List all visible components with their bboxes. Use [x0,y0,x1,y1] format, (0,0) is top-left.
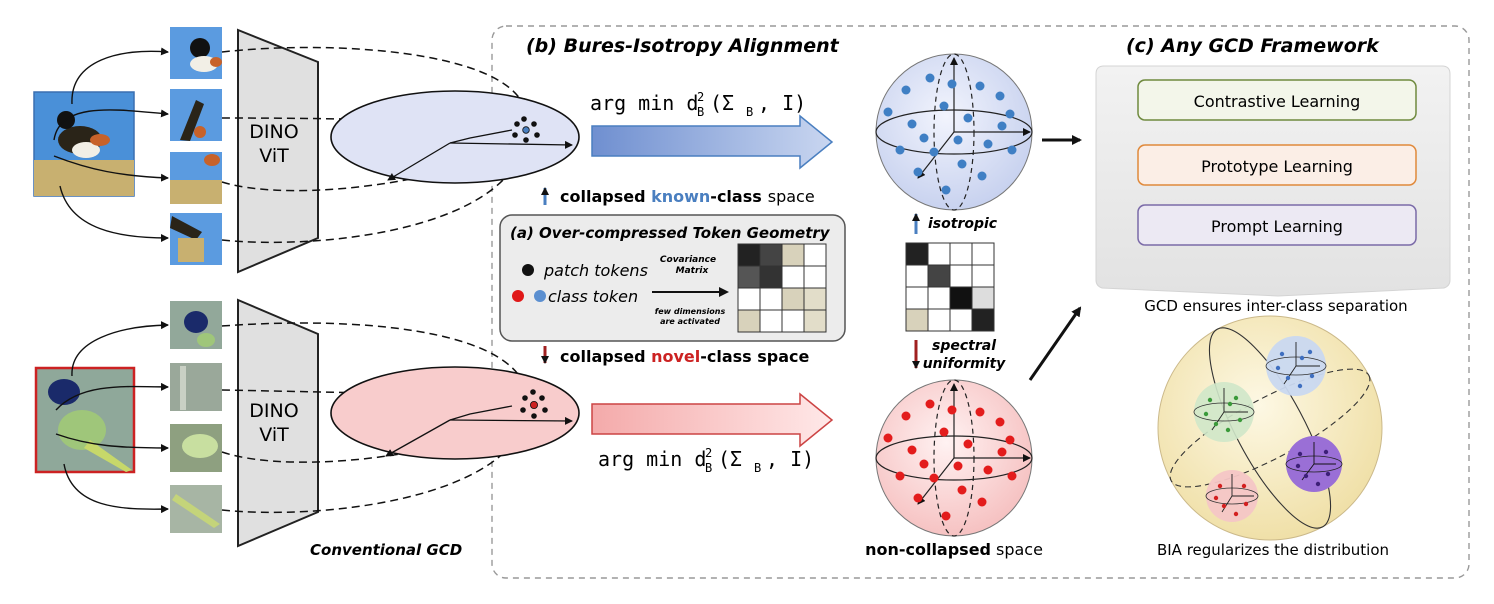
svg-text:Covariance: Covariance [660,255,716,265]
novel-crop-2 [170,363,222,411]
panel-b-title: (b) Bures-Isotropy Alignment [526,35,840,57]
isotropic-sphere-known [875,53,1033,211]
novel-embedding-ellipse [330,366,580,460]
novel-space-caption: collapsed novel-class space [541,346,810,366]
novel-source-image [34,366,136,474]
arrow-to-framework-bottom [1028,306,1082,381]
dino-vit-encoder-bottom: DINO ViT [237,298,319,548]
cluster-red [1205,470,1259,522]
separation-caption: GCD ensures inter-class separation [1144,297,1407,315]
panel-a-token-geometry: (a) Over-compressed Token Geometry patch… [499,214,846,342]
svg-text:2: 2 [705,446,712,460]
uniform-sphere-novel [875,379,1033,537]
optimization-arrow-known [591,114,834,170]
svg-text:patch tokens: patch tokens [543,261,648,280]
svg-text:(Σ: (Σ [718,447,742,471]
known-source-image [33,91,135,197]
spectral-label-1: spectral [932,338,996,354]
known-crop-4 [170,213,222,265]
svg-text:(Σ: (Σ [710,91,734,115]
class-token-red-icon [512,290,524,302]
cluster-green [1193,382,1255,442]
dino-vit-encoder-top: DINO ViT [237,28,319,274]
regularized-distribution-sphere [1157,315,1383,541]
known-image-group [33,27,222,265]
encoder-bottom-line1: DINO [249,400,298,422]
framework-panel [491,25,1470,579]
cluster-purple [1285,436,1343,492]
panel-a-title: (a) Over-compressed Token Geometry [510,224,831,242]
known-crop-1 [170,27,222,79]
svg-text:arg min d: arg min d [598,447,706,471]
svg-text:, I): , I) [766,447,814,471]
class-token-blue-icon [534,290,546,302]
svg-text:, I): , I) [758,91,806,115]
svg-text:arg min d: arg min d [590,91,698,115]
conventional-gcd-caption: Conventional GCD [310,541,462,559]
spectral-label-2: uniformity [923,356,1006,372]
panel-c-title: (c) Any GCD Framework [1126,35,1380,57]
gcd-method-card: Contrastive Learning Prototype Learning … [1095,65,1451,297]
formula-bottom: arg min d 2 B (Σ B , I) [598,446,814,475]
contrastive-learning-label: Contrastive Learning [1194,92,1361,111]
svg-text:few dimensions: few dimensions [655,307,726,316]
svg-text:2: 2 [697,90,704,104]
novel-image-group [34,301,222,533]
svg-text:B: B [746,105,753,119]
encoder-bottom-line2: ViT [259,424,289,446]
svg-text:B: B [754,461,761,475]
formula-top: arg min d 2 B (Σ B , I) [590,90,806,119]
known-embedding-ellipse [330,90,580,184]
cluster-blue [1265,336,1327,396]
known-crop-3 [170,152,222,204]
prototype-learning-box [1137,144,1417,186]
novel-crop-4 [170,485,222,533]
optimization-arrow-novel [591,392,834,448]
isotropic-label: isotropic [928,216,998,232]
prototype-learning-label: Prototype Learning [1201,157,1353,176]
novel-crop-1 [170,301,222,349]
prompt-learning-box [1137,204,1417,246]
svg-text:B: B [705,461,712,475]
encoder-top-line2: ViT [259,145,289,167]
svg-text:class token: class token [548,287,638,306]
covariance-matrix-isotropic [905,242,995,332]
regularize-caption: BIA regularizes the distribution [1157,541,1389,559]
novel-crop-3 [170,424,222,472]
patch-token-icon [522,264,534,276]
covariance-matrix-compressed [737,243,827,333]
augmentation-arcs-known [53,47,169,242]
svg-text:Matrix: Matrix [676,266,710,276]
prompt-learning-label: Prompt Learning [1211,217,1343,236]
augmentation-arcs-novel [55,321,169,514]
encoder-top-line1: DINO [249,121,298,143]
svg-text:B: B [697,105,704,119]
svg-text:are activated: are activated [660,317,720,326]
known-crop-2 [170,89,222,141]
svg-text:collapsed novel-class space: collapsed novel-class space [560,347,810,366]
contrastive-learning-box [1137,79,1417,121]
